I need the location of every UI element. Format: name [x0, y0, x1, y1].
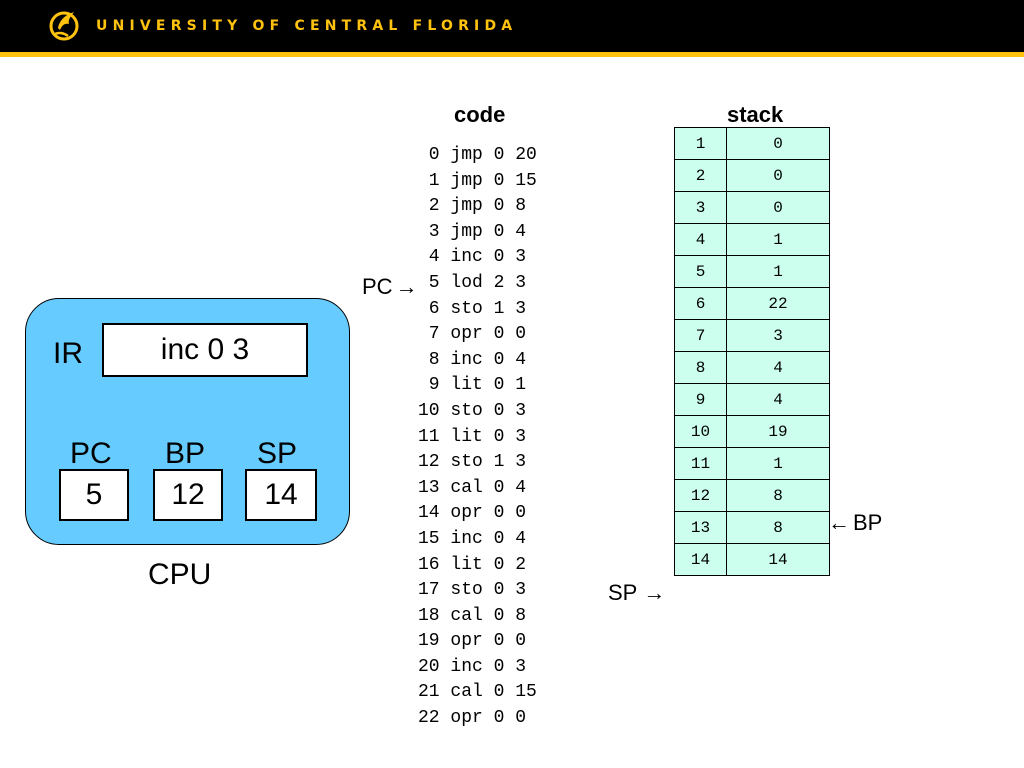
stack-value: 3 [726, 319, 830, 352]
code-line: 7 opr 0 0 [418, 324, 527, 345]
code-line: 8 inc 0 4 [418, 349, 527, 370]
code-title: code [454, 102, 506, 127]
right-arrow-icon: → [395, 274, 418, 299]
bp-label: BP [165, 437, 206, 470]
code-line: 18 cal 0 8 [418, 605, 527, 626]
code-line: 1 jmp 0 15 [418, 170, 537, 191]
bp-pointer-label: BP [853, 510, 883, 535]
code-line: 10 sto 0 3 [418, 400, 527, 421]
code-line: 5 lod 2 3 [418, 272, 527, 293]
code-line: 15 inc 0 4 [418, 528, 527, 549]
university-name: UNIVERSITY OF CENTRAL FLORIDA [96, 18, 518, 34]
pc-pointer-label: PC [362, 274, 393, 299]
stack-value: 8 [726, 479, 830, 512]
code-listing: 0 jmp 0 20 1 jmp 0 15 2 jmp 0 8 3 jmp 0 … [418, 143, 537, 732]
pc-pointer: PC→ [362, 274, 418, 300]
stack-value: 19 [726, 415, 830, 448]
code-line: 3 jmp 0 4 [418, 221, 527, 242]
stack-value: 4 [726, 351, 830, 384]
pegasus-logo-icon [49, 11, 79, 41]
stack-index: 2 [674, 159, 727, 192]
sp-register: 14 [245, 469, 317, 521]
code-line: 22 opr 0 0 [418, 708, 527, 729]
right-arrow-icon: → [643, 580, 666, 605]
cpu-caption: CPU [148, 558, 212, 591]
stack-index: 11 [674, 447, 727, 480]
stack-value: 22 [726, 287, 830, 320]
code-line: 9 lit 0 1 [418, 375, 527, 396]
stack-index: 8 [674, 351, 727, 384]
stack-value: 1 [726, 223, 830, 256]
stack-index: 10 [674, 415, 727, 448]
bp-register: 12 [153, 469, 223, 521]
stack-index: 14 [674, 543, 727, 576]
stack-index: 13 [674, 511, 727, 544]
code-line: 13 cal 0 4 [418, 477, 527, 498]
code-line: 4 inc 0 3 [418, 247, 527, 268]
code-line: 2 jmp 0 8 [418, 196, 527, 217]
code-line: 11 lit 0 3 [418, 426, 527, 447]
code-line: 14 opr 0 0 [418, 503, 527, 524]
stack-index: 12 [674, 479, 727, 512]
stack-value: 4 [726, 383, 830, 416]
stack-title: stack [727, 102, 784, 127]
stack-value: 0 [726, 191, 830, 224]
code-line: 0 jmp 0 20 [418, 145, 537, 165]
code-line: 21 cal 0 15 [418, 682, 537, 703]
left-arrow-icon: ← [828, 510, 850, 535]
pc-label: PC [70, 437, 112, 470]
pc-register: 5 [59, 469, 129, 521]
bp-pointer: ←BP [828, 510, 882, 536]
sp-label: SP [257, 437, 298, 470]
stack-index: 4 [674, 223, 727, 256]
stack-value: 14 [726, 543, 830, 576]
code-line: 17 sto 0 3 [418, 580, 527, 601]
ir-label: IR [53, 337, 83, 370]
cpu-block: IR inc 0 3 PC BP SP 5 12 14 [25, 298, 350, 545]
stack-index: 6 [674, 287, 727, 320]
ir-register: inc 0 3 [102, 323, 308, 377]
code-line: 20 inc 0 3 [418, 656, 527, 677]
stack-index: 3 [674, 191, 727, 224]
header-accent-line [0, 52, 1024, 57]
stack-index: 9 [674, 383, 727, 416]
stack-value: 1 [726, 255, 830, 288]
sp-pointer-label: SP [608, 580, 638, 605]
code-line: 16 lit 0 2 [418, 554, 527, 575]
sp-pointer: SP→ [608, 580, 665, 606]
code-line: 12 sto 1 3 [418, 452, 527, 473]
stack-index: 1 [674, 127, 727, 160]
stack-value: 0 [726, 159, 830, 192]
stack-value: 8 [726, 511, 830, 544]
stack-index: 5 [674, 255, 727, 288]
code-line: 6 sto 1 3 [418, 298, 527, 319]
code-line: 19 opr 0 0 [418, 631, 527, 652]
header-bar: UNIVERSITY OF CENTRAL FLORIDA [0, 0, 1024, 57]
stack-value: 0 [726, 127, 830, 160]
stack-value: 1 [726, 447, 830, 480]
stack-index: 7 [674, 319, 727, 352]
